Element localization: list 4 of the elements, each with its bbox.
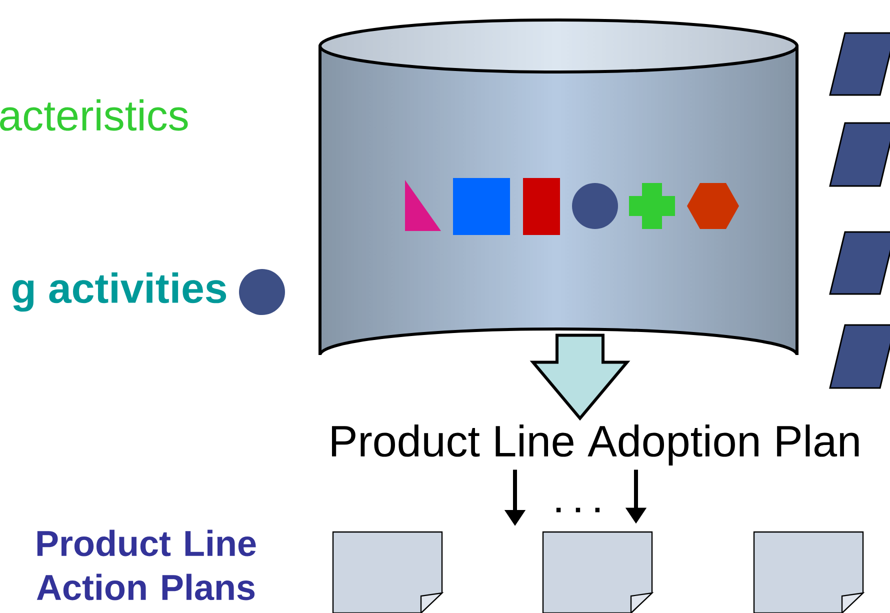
- activities-text: g activities: [12, 272, 226, 312]
- block-arrow: [530, 334, 630, 421]
- cylinder-drawing: [318, 18, 798, 356]
- plan-title: Product Line Adoption Plan: [332, 424, 859, 466]
